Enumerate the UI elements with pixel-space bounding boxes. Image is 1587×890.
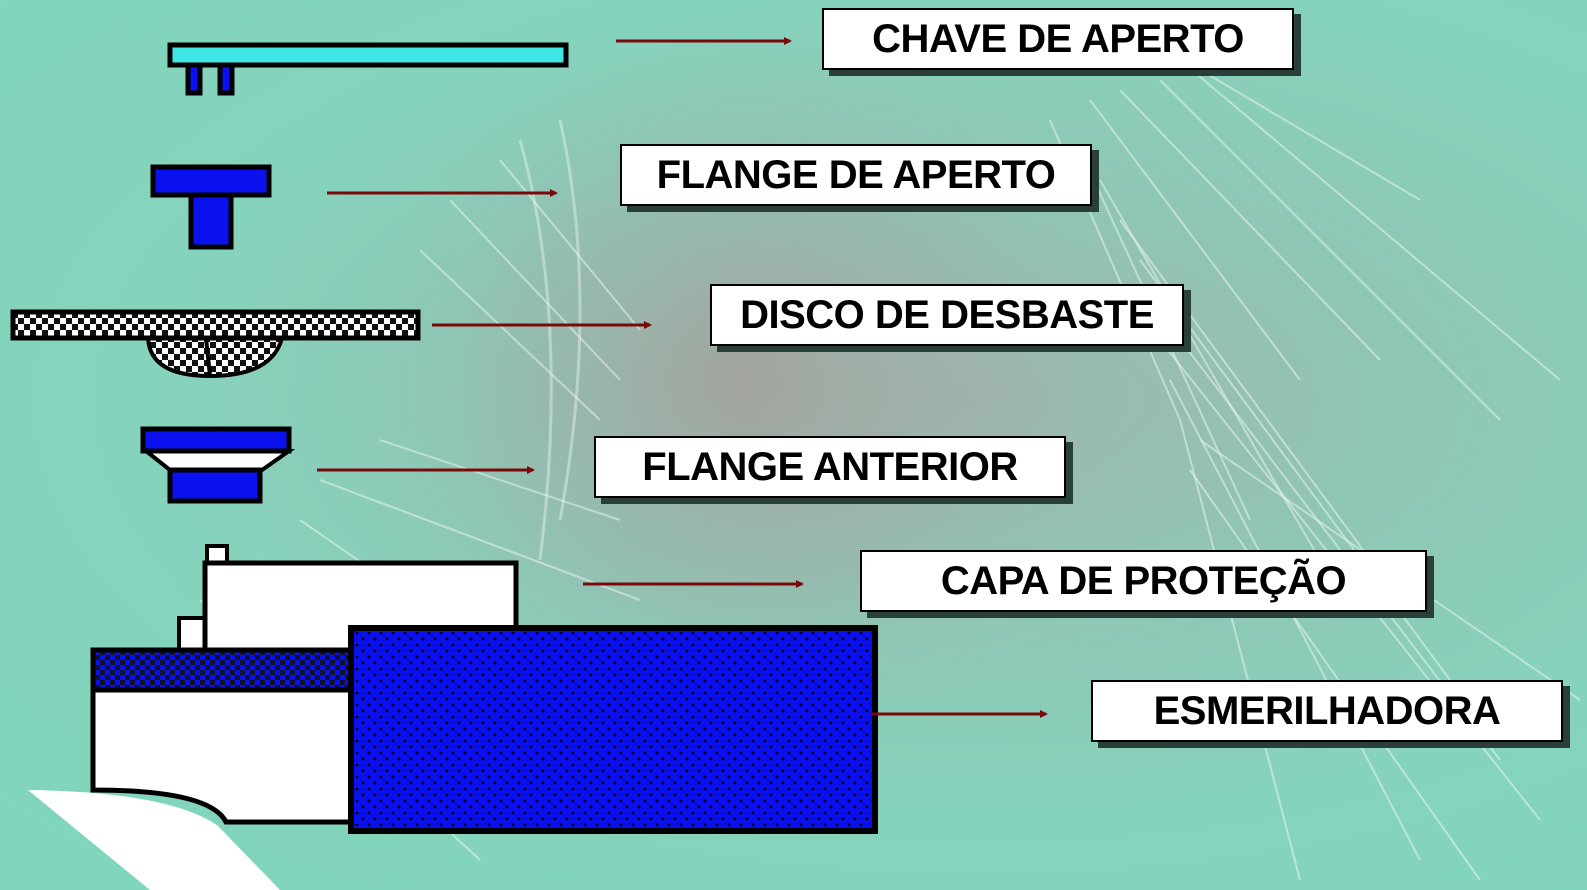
label-disco-de-desbaste: DISCO DE DESBASTE — [710, 284, 1184, 346]
grinder-body-icon — [28, 625, 878, 890]
label-esmerilhadora: ESMERILHADORA — [1091, 680, 1563, 742]
arrows — [317, 37, 1048, 718]
label-chave-de-aperto: CHAVE DE APERTO — [822, 8, 1294, 70]
wrench-icon — [167, 42, 569, 96]
label-flange-anterior: FLANGE ANTERIOR — [594, 436, 1066, 498]
label-flange-de-aperto: FLANGE DE APERTO — [620, 144, 1092, 206]
clamp-flange-icon — [150, 164, 272, 250]
label-capa-de-protecao: CAPA DE PROTEÇÃO — [860, 550, 1427, 612]
front-flange-icon — [140, 426, 296, 504]
grinding-disc-icon — [10, 309, 421, 379]
